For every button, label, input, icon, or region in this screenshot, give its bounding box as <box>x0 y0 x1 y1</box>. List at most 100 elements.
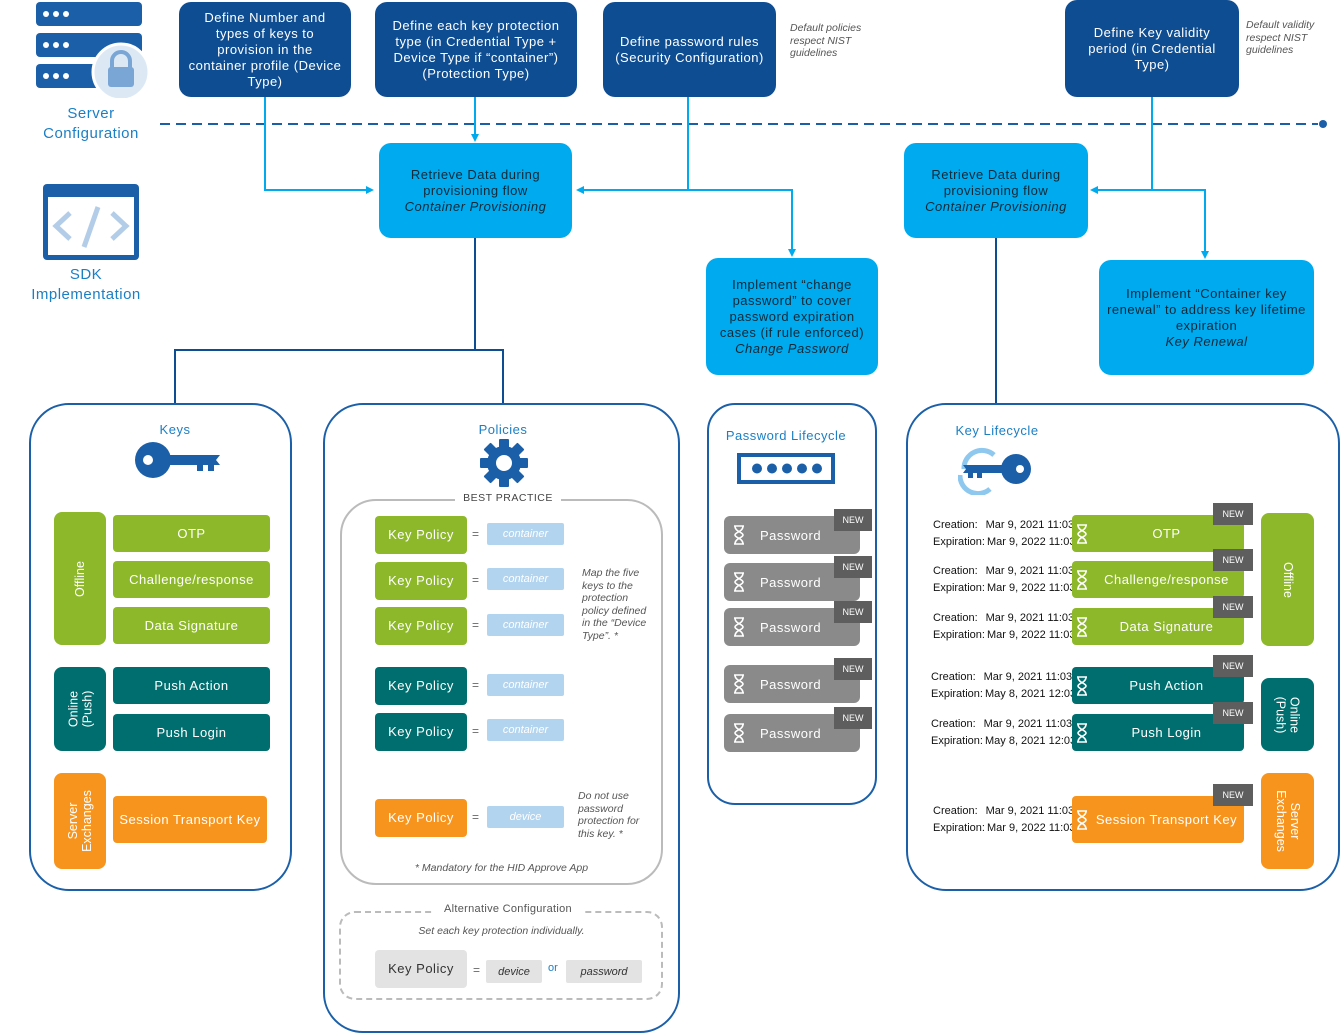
expiration-label: Expiration: <box>933 581 985 594</box>
new-badge: NEW <box>834 601 872 623</box>
data-signature-key: Data Signature <box>113 607 270 644</box>
define-keys-box: Define Number and types of keys to provi… <box>179 2 351 97</box>
key-renewal-icon <box>957 447 1038 497</box>
key-policy-button: Key Policy <box>375 799 467 837</box>
offline-label: Offline <box>1261 513 1314 646</box>
password-chip: password <box>566 960 642 983</box>
key-renewal-box: Implement “Container key renewal” to add… <box>1099 260 1314 375</box>
hourglass-icon <box>1075 675 1089 696</box>
creation-label: Creation: <box>933 804 978 817</box>
creation-value: Mar 9, 2021 11:03 <box>985 804 1075 817</box>
default-policies-note: Default policies respect NIST guidelines <box>790 22 862 59</box>
equals-sign: = <box>472 810 480 824</box>
retrieve-data-box-right: Retrieve Data during provisioning flow C… <box>904 143 1088 238</box>
container-chip: container <box>487 674 564 696</box>
new-badge: NEW <box>1213 503 1253 525</box>
new-badge: NEW <box>1213 549 1253 571</box>
password-label: Password <box>760 619 822 635</box>
server-exchanges-label: Server Exchanges <box>54 773 106 869</box>
retrieve-text: Retrieve Data during provisioning flow <box>410 166 541 198</box>
password-item: Password <box>724 516 860 554</box>
lifecycle-key-label: Push Login <box>1131 724 1202 740</box>
expiration-label: Expiration: <box>933 535 985 548</box>
keys-title: Keys <box>159 422 191 437</box>
container-chip: container <box>487 614 564 636</box>
retrieve-subtext: Container Provisioning <box>925 198 1067 214</box>
password-label: Password <box>760 676 822 692</box>
push-action-key: Push Action <box>113 667 270 704</box>
expiration-label: Expiration: <box>933 821 985 834</box>
online-push-label: Online (Push) <box>54 667 106 751</box>
key-policy-button: Key Policy <box>375 607 467 645</box>
key-lifecycle-title: Key Lifecycle <box>955 423 1039 438</box>
define-key-validity-box: Define Key validity period (in Credentia… <box>1065 0 1239 97</box>
password-lifecycle-title: Password Lifecycle <box>725 428 847 443</box>
server-configuration-label: Server Configuration <box>43 105 139 142</box>
retrieve-subtext: Container Provisioning <box>404 198 547 214</box>
key-policy-button: Key Policy <box>375 950 467 988</box>
map-keys-note: Map the five keys to the protection poli… <box>582 567 647 642</box>
hourglass-icon <box>732 525 746 545</box>
password-item: Password <box>724 608 860 646</box>
otp-key: OTP <box>113 515 270 552</box>
expiration-label: Expiration: <box>933 628 985 641</box>
lifecycle-key-label: Session Transport Key <box>1095 811 1238 827</box>
new-badge: NEW <box>1213 702 1253 724</box>
key-policy-button: Key Policy <box>375 713 467 751</box>
server-exchanges-label: Server Exchanges <box>1261 773 1314 869</box>
expiration-value: Mar 9, 2022 11:03 <box>986 628 1076 641</box>
hourglass-icon <box>1075 616 1089 637</box>
expiration-value: Mar 9, 2022 11:03 <box>986 535 1076 548</box>
change-password-box: Implement “change password” to cover pas… <box>706 258 878 375</box>
lifecycle-key-label: Push Action <box>1129 677 1204 693</box>
new-badge: NEW <box>834 707 872 729</box>
default-validity-note: Default validity respect NIST guidelines <box>1246 19 1315 56</box>
expiration-value: Mar 9, 2022 11:03 <box>986 581 1076 594</box>
push-login-key: Push Login <box>113 714 270 751</box>
hourglass-icon <box>732 723 746 743</box>
password-item: Password <box>724 714 860 752</box>
best-practice-title: BEST PRACTICE <box>455 492 561 508</box>
creation-value: Mar 9, 2021 11:03 <box>983 717 1073 730</box>
creation-label: Creation: <box>933 518 978 531</box>
new-badge: NEW <box>834 658 872 680</box>
password-field-icon <box>737 453 835 484</box>
creation-label: Creation: <box>933 564 978 577</box>
retrieve-text: Retrieve Data during provisioning flow <box>931 166 1061 198</box>
creation-value: Mar 9, 2021 11:03 <box>983 670 1073 683</box>
no-password-note: Do not use password protection for this … <box>578 790 640 840</box>
equals-sign: = <box>473 963 481 977</box>
lifecycle-key-label: Data Signature <box>1119 618 1214 634</box>
password-item: Password <box>724 563 860 601</box>
container-chip: container <box>487 568 564 590</box>
password-label: Password <box>760 725 822 741</box>
creation-label: Creation: <box>931 670 976 683</box>
online-push-label: Online (Push) <box>1261 678 1314 751</box>
creation-value: Mar 9, 2021 11:03 <box>985 564 1075 577</box>
alternative-config-title: Alternative Configuration <box>432 903 584 919</box>
container-chip: container <box>487 523 564 545</box>
new-badge: NEW <box>834 509 872 531</box>
alternative-config-subtitle: Set each key protection individually. <box>418 925 585 937</box>
server-lock-icon <box>36 2 154 102</box>
change-password-text: Implement “change password” to cover pas… <box>719 276 865 340</box>
expiration-value: Mar 9, 2022 11:03 <box>986 821 1076 834</box>
hourglass-icon <box>732 617 746 637</box>
key-policy-button: Key Policy <box>375 516 467 554</box>
creation-label: Creation: <box>933 611 978 624</box>
hourglass-icon <box>1075 809 1089 830</box>
creation-value: Mar 9, 2021 11:03 <box>985 518 1075 531</box>
expiration-value: May 8, 2021 12:03 <box>984 734 1077 747</box>
mandatory-note: * Mandatory for the HID Approve App <box>414 862 589 874</box>
equals-sign: = <box>472 573 480 587</box>
password-label: Password <box>760 527 822 543</box>
new-badge: NEW <box>834 556 872 578</box>
new-badge: NEW <box>1213 655 1253 677</box>
